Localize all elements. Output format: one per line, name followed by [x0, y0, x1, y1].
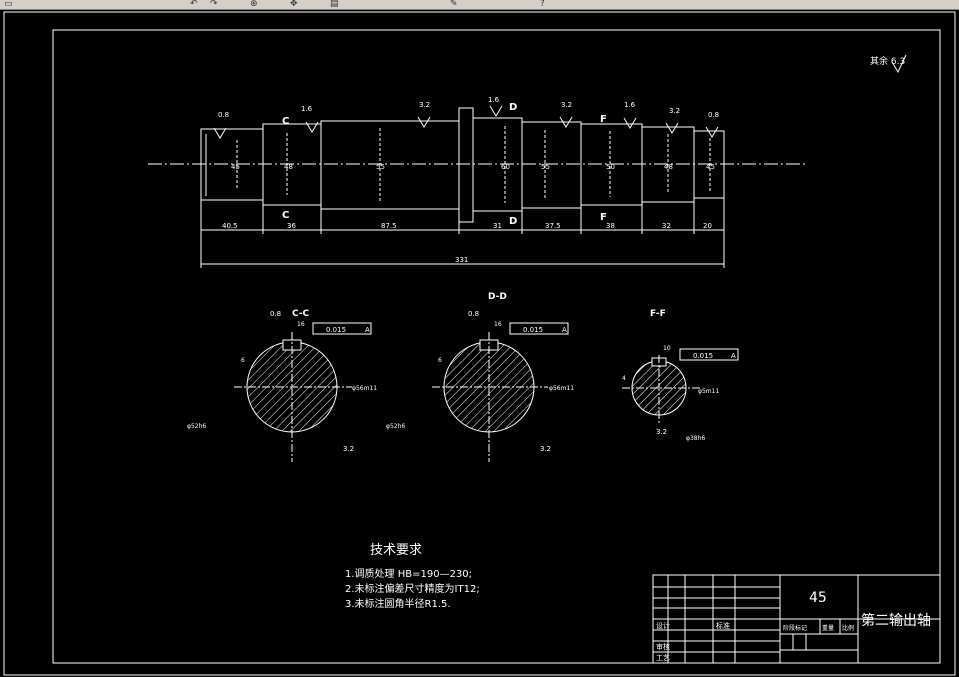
svg-text:16: 16	[494, 321, 502, 328]
svg-text:16: 16	[297, 321, 305, 328]
shaft-seg-3	[320, 120, 460, 210]
svg-text:6: 6	[241, 357, 245, 364]
diameter-label: 48	[664, 163, 673, 171]
undo-icon[interactable]: ↶	[190, 0, 198, 9]
shaft-main-view	[148, 107, 806, 268]
roughness-label: 0.8	[218, 111, 229, 119]
part-name: 第二输出轴	[861, 612, 931, 629]
shaft-labels: 0.8 1.6 3.2 1.6 3.2 1.6 3.2 0.8 45 48 55…	[218, 96, 719, 264]
svg-text:D: D	[509, 102, 517, 113]
svg-text:D-D: D-D	[488, 292, 507, 302]
length-label: 87.5	[381, 222, 397, 230]
roughness-symbols	[213, 105, 719, 139]
length-label: 36	[287, 222, 296, 230]
roughness-label: 3.2	[561, 101, 572, 109]
length-label: 38	[606, 222, 615, 230]
inner-frame	[52, 29, 941, 664]
svg-text:0.8: 0.8	[270, 310, 281, 318]
svg-text:设计: 设计	[656, 621, 670, 630]
svg-text:0.015: 0.015	[326, 326, 346, 334]
svg-text:φ38h6: φ38h6	[686, 435, 705, 442]
section-d-d: D-D 0.8 16 0.015 A 6 φ52h6 φ56m11 3.2	[386, 292, 574, 462]
layer-icon[interactable]: ▭	[4, 0, 13, 9]
properties-icon[interactable]: ▤	[330, 0, 339, 9]
roughness-label: 1.6	[624, 101, 636, 109]
svg-text:φ56m11: φ56m11	[352, 385, 377, 392]
svg-text:F: F	[600, 114, 607, 125]
svg-text:其余 6.3: 其余 6.3	[870, 55, 905, 67]
svg-text:标准: 标准	[716, 621, 730, 630]
svg-text:A: A	[562, 326, 567, 334]
svg-text:C-C: C-C	[292, 309, 310, 319]
svg-text:A: A	[731, 352, 736, 360]
total-length-label: 331	[455, 256, 468, 264]
svg-text:0.015: 0.015	[693, 352, 713, 360]
svg-text:比例: 比例	[842, 624, 854, 632]
outer-border	[3, 11, 956, 676]
section-f-f: F-F 10 0.015 A 4 φ38h6 φ5m11 3.2	[622, 309, 739, 442]
svg-text:φ52h6: φ52h6	[187, 423, 206, 430]
svg-text:3.2: 3.2	[540, 445, 551, 453]
svg-text:6: 6	[438, 357, 442, 364]
diameter-label: 45	[231, 163, 240, 171]
svg-text:F-F: F-F	[650, 309, 666, 319]
length-label: 20	[703, 222, 712, 230]
tech-item: 3.未标注圆角半径R1.5.	[345, 597, 451, 610]
svg-text:A: A	[365, 326, 370, 334]
section-marks: C C D D F F	[282, 102, 607, 227]
svg-text:C: C	[282, 116, 289, 127]
svg-text:0.8: 0.8	[468, 310, 479, 318]
length-label: 32	[662, 222, 671, 230]
redo-icon[interactable]: ↷	[210, 0, 218, 9]
diameter-label: 45	[706, 163, 715, 171]
svg-text:D: D	[509, 216, 517, 227]
svg-text:阶段标记: 阶段标记	[783, 624, 807, 632]
roughness-label: 0.8	[708, 111, 719, 119]
roughness-label: 3.2	[419, 101, 430, 109]
title-block	[652, 574, 941, 664]
tech-item: 1.调质处理 HB=190—230;	[345, 568, 472, 580]
cad-drawing[interactable]: 其余 6.3	[0, 10, 959, 677]
tech-item: 2.未标注偏差尺寸精度为IT12;	[345, 582, 480, 595]
svg-text:4: 4	[622, 375, 626, 382]
diameter-label: 60	[501, 163, 510, 171]
svg-text:φ5m11: φ5m11	[698, 388, 719, 395]
section-c-c: C-C 0.8 16 0.015 A 6 φ52h6 φ56m11 3.2	[187, 309, 377, 462]
length-label: 40.5	[222, 222, 238, 230]
shaft-seg-5	[521, 121, 582, 209]
material-label: 45	[809, 590, 827, 606]
svg-text:φ56m11: φ56m11	[549, 385, 574, 392]
roughness-label: 1.6	[301, 105, 313, 113]
diameter-label: 55	[376, 163, 385, 171]
diameter-label: 50	[606, 163, 615, 171]
svg-text:F: F	[600, 212, 607, 223]
diameter-label: 55	[541, 163, 550, 171]
svg-text:0.015: 0.015	[523, 326, 543, 334]
toolbar: ▭ ↶ ↷ ⊕ ✥ ▤ ✎ ?	[0, 0, 959, 10]
svg-text:3.2: 3.2	[656, 428, 667, 436]
length-label: 37.5	[545, 222, 561, 230]
svg-text:重量: 重量	[822, 624, 834, 632]
shaft-collar	[458, 107, 474, 223]
svg-text:工艺: 工艺	[656, 654, 670, 662]
roughness-label: 1.6	[488, 96, 500, 104]
title-block-text: 45 第二输出轴 设计 标准 审核 工艺 阶段标记 重量 比例	[656, 590, 931, 662]
svg-text:审核: 审核	[656, 642, 670, 651]
length-label: 31	[493, 222, 502, 230]
svg-text:C: C	[282, 210, 289, 221]
help-icon[interactable]: ?	[540, 0, 545, 9]
tech-title: 技术要求	[370, 543, 422, 558]
zoom-icon[interactable]: ⊕	[250, 0, 258, 9]
pan-icon[interactable]: ✥	[290, 0, 298, 9]
roughness-label: 3.2	[669, 107, 680, 115]
svg-text:10: 10	[663, 345, 671, 352]
shaft-seg-8	[693, 130, 725, 199]
svg-text:3.2: 3.2	[343, 445, 354, 453]
tech-requirements: 技术要求 1.调质处理 HB=190—230; 2.未标注偏差尺寸精度为IT12…	[345, 543, 480, 610]
roughness-note: 其余 6.3	[870, 54, 907, 74]
diameter-label: 48	[284, 163, 293, 171]
match-icon[interactable]: ✎	[450, 0, 458, 9]
svg-text:φ52h6: φ52h6	[386, 423, 405, 430]
